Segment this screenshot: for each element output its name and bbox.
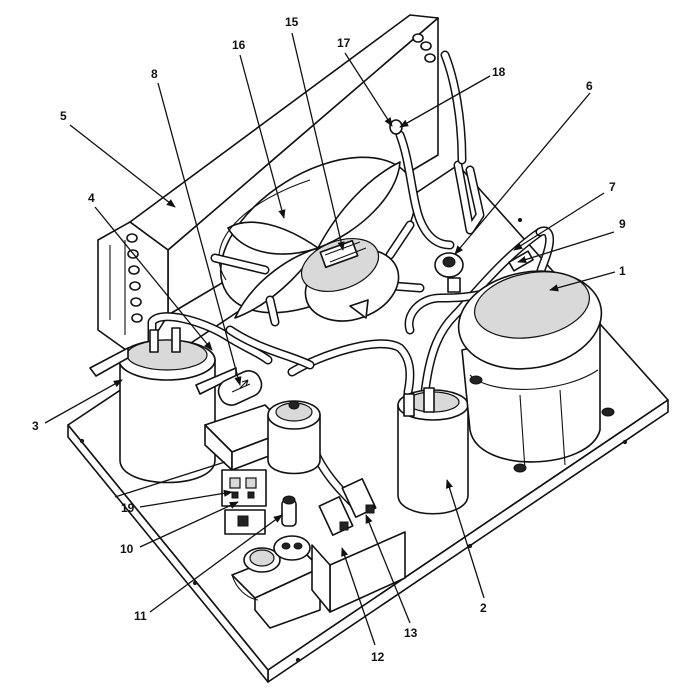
service-valve-panel [311, 531, 406, 613]
leader-1 [549, 271, 616, 292]
leader-12 [341, 547, 376, 646]
callout-12: 12 [371, 650, 385, 664]
suction-accumulator [397, 387, 469, 515]
callout-1: 1 [619, 264, 626, 278]
callout-3: 3 [32, 419, 39, 433]
callout-8: 8 [151, 67, 158, 81]
callout-19: 19 [121, 501, 135, 515]
callout-16: 16 [232, 38, 246, 52]
overload-relay [224, 509, 266, 535]
leader-15 [291, 32, 345, 251]
callout-10: 10 [120, 542, 134, 556]
leader-19-extra [114, 461, 226, 498]
leader-16 [239, 54, 286, 219]
callout-18: 18 [492, 65, 506, 79]
contactor [221, 469, 267, 507]
leader-8 [157, 82, 242, 386]
leader-11 [149, 514, 283, 613]
leader-13 [365, 514, 411, 624]
callout-6: 6 [586, 79, 593, 93]
leader-5 [69, 124, 176, 208]
callout-labels: 1 2 3 4 5 6 7 8 9 10 11 12 13 15 16 17 1… [32, 15, 626, 664]
callout-5: 5 [60, 109, 67, 123]
callout-9: 9 [619, 217, 626, 231]
leader-3 [44, 379, 123, 424]
leader-17 [344, 52, 393, 127]
leader-18 [399, 75, 491, 128]
callout-15: 15 [285, 15, 299, 29]
leader-6 [454, 92, 591, 255]
callout-2: 2 [480, 601, 487, 615]
leader-19 [139, 489, 233, 508]
run-capacitor [267, 400, 321, 475]
leader-4 [94, 206, 213, 351]
leader-10 [139, 501, 239, 548]
leader-2 [445, 479, 485, 599]
callout-4: 4 [88, 191, 95, 205]
coil-return-bends [126, 233, 143, 323]
leader-lines [44, 32, 616, 646]
callout-17: 17 [337, 36, 351, 50]
compressor [457, 270, 615, 473]
pressure-switch [281, 495, 297, 527]
callout-7: 7 [609, 180, 616, 194]
coil-return-bends-top [412, 33, 436, 63]
leader-7 [513, 192, 605, 251]
leader-9 [517, 231, 615, 264]
callout-13: 13 [404, 626, 418, 640]
receiver-tank [89, 327, 237, 484]
fan-motor [300, 238, 400, 322]
service-valves [318, 478, 377, 536]
start-capacitor-bracket [231, 535, 321, 629]
callout-11: 11 [134, 609, 147, 623]
pressure-control [434, 252, 464, 293]
